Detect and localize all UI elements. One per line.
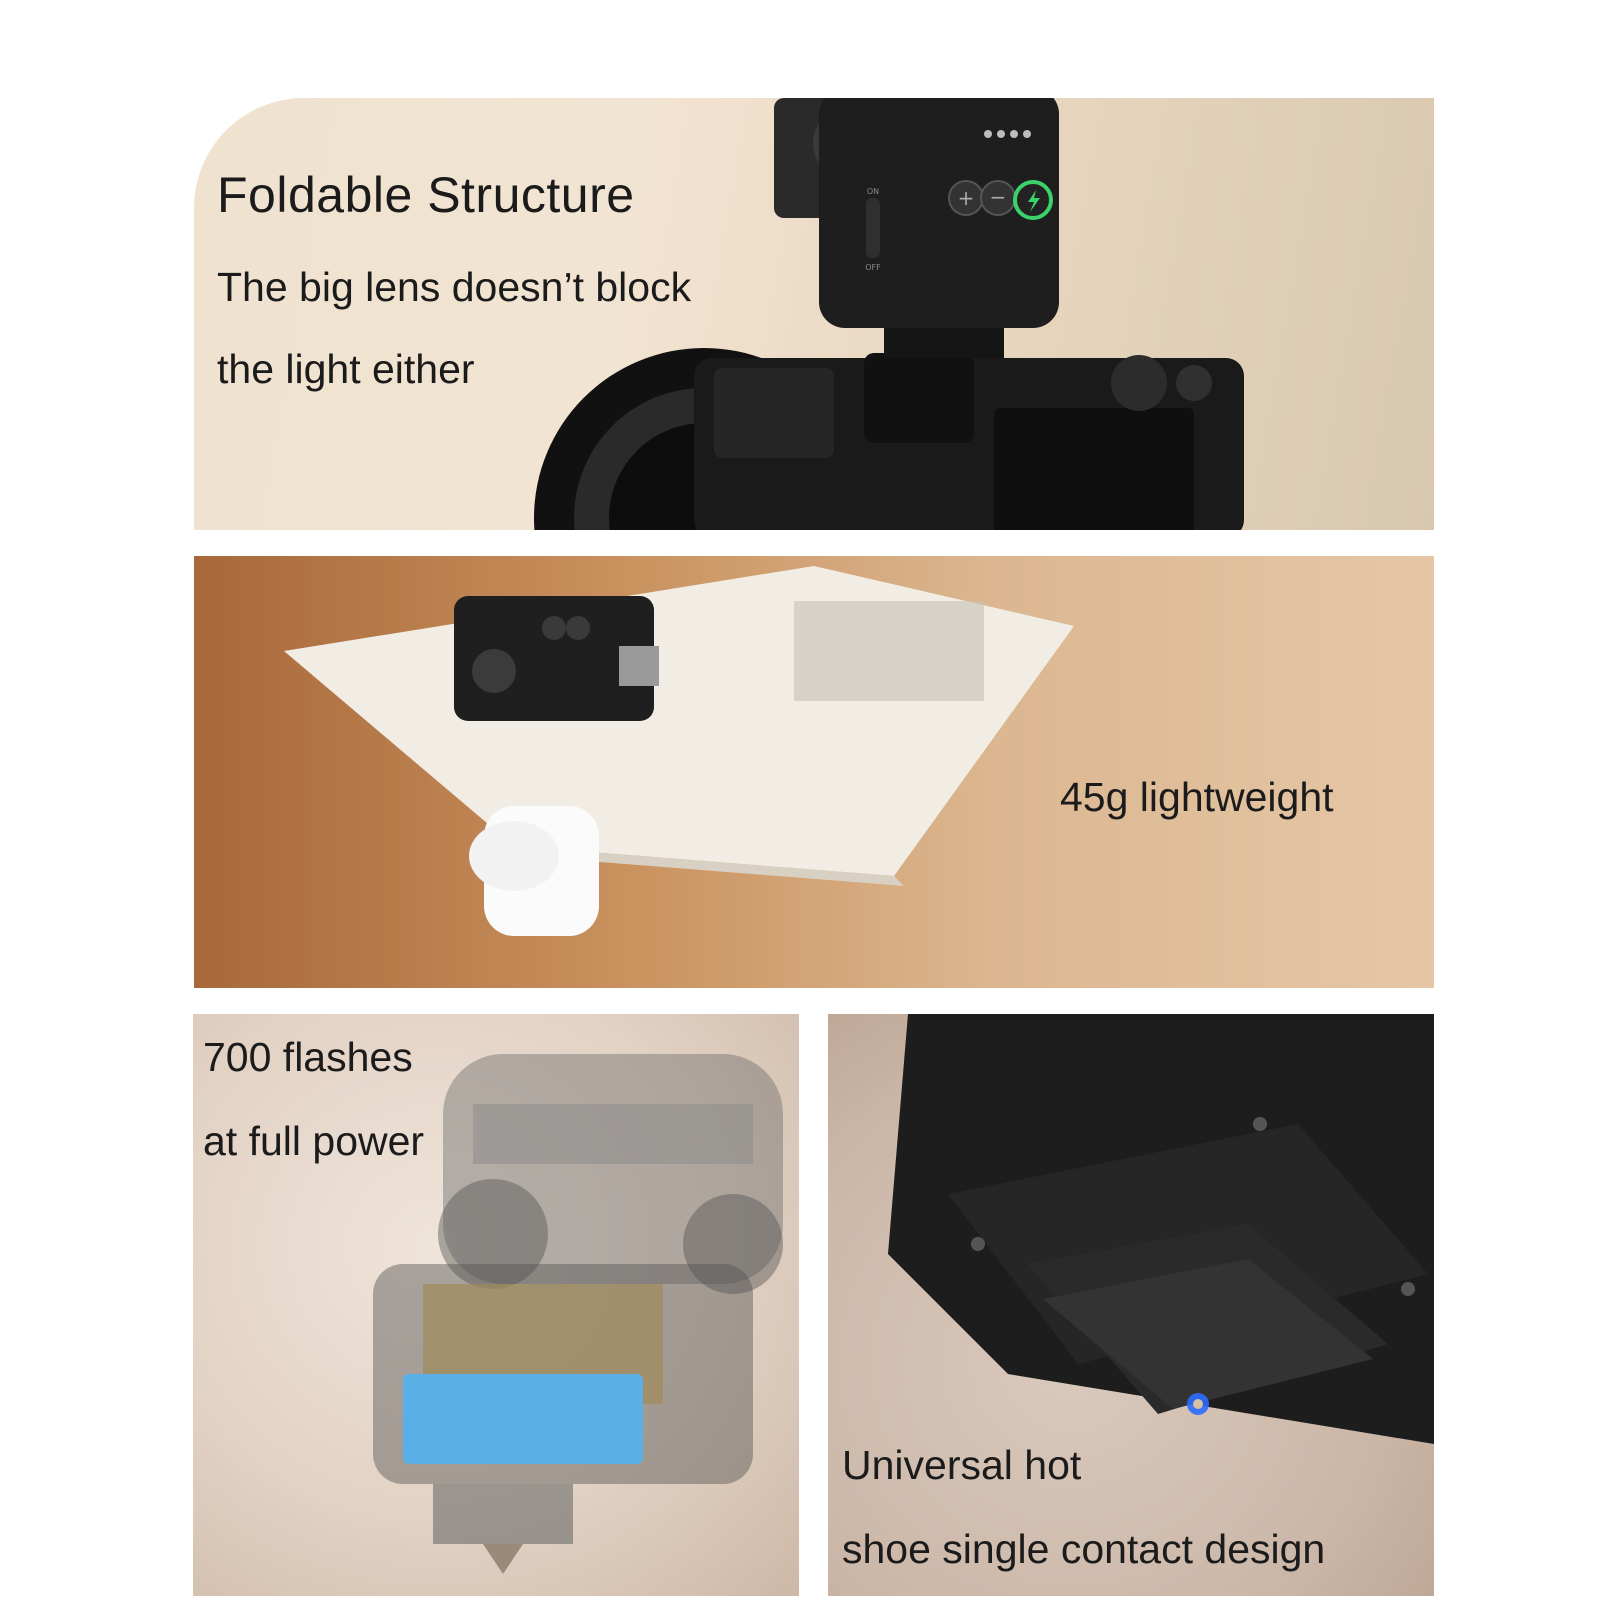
panel1-line1: The big lens doesn’t block [217,264,692,310]
svg-text:OFF: OFF [865,263,881,272]
on-off-switch [866,198,880,258]
panel3-line1: 700 flashes [203,1034,413,1080]
panel4-line2: shoe single contact design [842,1526,1326,1572]
panel4-line1: Universal hot [842,1442,1082,1488]
hot-shoe-foot [619,646,659,686]
svg-text:+: + [958,186,975,210]
panel-flash-count: 700 flashes at full power [193,1014,799,1596]
power-icon [1028,190,1040,212]
book-picture [794,601,984,701]
panel1-line2: the light either [217,346,475,392]
panel-hot-shoe: Universal hot shoe single contact design [828,1014,1434,1596]
panel2-caption: 45g lightweight [1060,774,1334,820]
panel3-line2: at full power [203,1118,425,1164]
flash-cutaway-illustration [373,1054,783,1574]
viewfinder [864,353,974,443]
panel-foldable-structure: + − ON OFF Foldable Structure The big le… [194,98,1434,530]
panel1-title: Foldable Structure [217,167,635,223]
svg-text:ON: ON [867,187,879,196]
svg-text:−: − [990,185,1007,209]
flash-body [819,98,1059,328]
battery-led-1 [984,130,992,138]
flash-on-camera-illustration: + − ON OFF [534,98,1244,530]
hot-shoe-mount [433,1484,573,1544]
panel-lightweight: 45g lightweight [194,556,1434,988]
hot-shoe-illustration [888,1014,1434,1444]
camera-dial [1111,355,1167,411]
flash-on-book-illustration [284,566,1074,936]
screw-icon [971,1237,985,1251]
battery-pack [403,1374,643,1464]
